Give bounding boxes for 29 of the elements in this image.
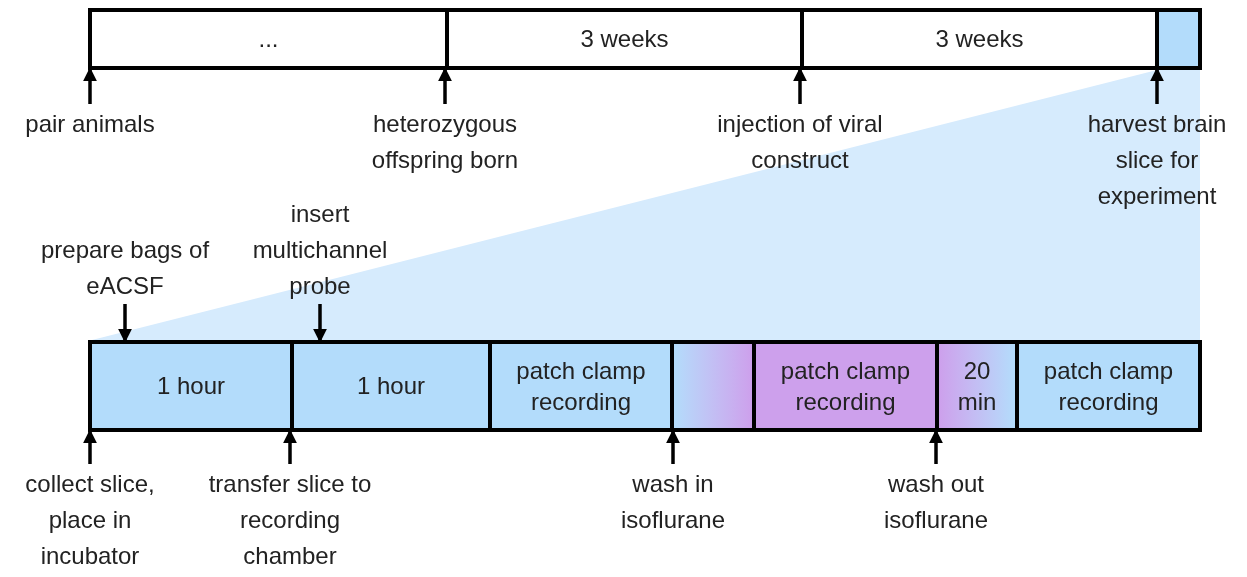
- event-label: insert multichannel probe: [245, 196, 395, 304]
- event-label: transfer slice to recording chamber: [200, 466, 380, 574]
- segment-label: 3 weeks: [580, 24, 669, 55]
- segment-label: ...: [258, 24, 279, 55]
- arrow: [438, 67, 452, 104]
- arrow: [283, 429, 297, 464]
- arrow: [666, 429, 680, 464]
- segment-label: patch clamp recording: [779, 355, 912, 417]
- event-label: harvest brain slice for experiment: [1072, 106, 1242, 214]
- arrow: [1150, 67, 1164, 104]
- event-label: heterozygous offspring born: [345, 106, 545, 178]
- event-label: pair animals: [5, 106, 175, 142]
- arrow: [83, 67, 97, 104]
- arrow: [83, 429, 97, 464]
- segment-label: patch clamp recording: [1042, 355, 1175, 417]
- arrow: [313, 304, 327, 343]
- event-label: collect slice, place in incubator: [5, 466, 175, 574]
- event-label: injection of viral construct: [710, 106, 890, 178]
- segment-label: 20 min: [956, 355, 998, 417]
- arrow: [793, 67, 807, 104]
- event-label: prepare bags of eACSF: [40, 232, 210, 304]
- arrow: [929, 429, 943, 464]
- segment-label: patch clamp recording: [515, 355, 647, 417]
- segment-label: 1 hour: [356, 371, 426, 402]
- event-label: wash in isoflurane: [598, 466, 748, 538]
- segment-label: 3 weeks: [935, 24, 1024, 55]
- arrow: [118, 304, 132, 343]
- event-label: wash out isoflurane: [861, 466, 1011, 538]
- segment-label: 1 hour: [156, 371, 226, 402]
